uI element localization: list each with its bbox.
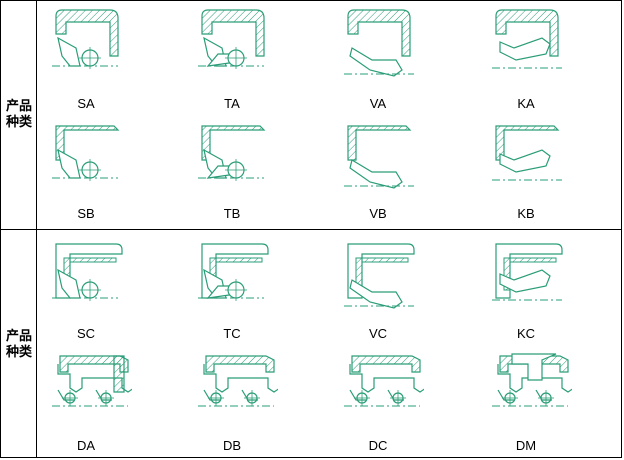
seal-cross-section — [198, 125, 266, 181]
seal-code-label: TC — [223, 326, 241, 341]
seal-item-db — [198, 350, 278, 460]
seal-cross-section — [344, 355, 424, 407]
seal-cross-section — [492, 353, 572, 407]
section-label: 产品 种类 — [5, 328, 32, 359]
seal-cross-section — [52, 125, 120, 181]
seal-code-label: TA — [224, 96, 240, 111]
seal-item-sc — [52, 240, 132, 350]
seal-code-label: DC — [368, 438, 388, 453]
seal-code-label: DB — [222, 438, 242, 453]
seal-cross-section — [52, 243, 123, 301]
seal-cross-section — [198, 9, 265, 69]
seal-cross-section — [52, 355, 132, 407]
seal-code-label: DA — [76, 438, 96, 453]
seal-item-ta — [198, 8, 278, 118]
seal-item-va — [344, 8, 424, 118]
seal-item-sa — [52, 8, 132, 118]
seal-item-dm — [492, 350, 572, 460]
seal-item-vc — [344, 240, 424, 350]
seal-cross-section — [492, 125, 562, 181]
seal-item-sb — [52, 120, 132, 230]
seal-item-kc — [492, 240, 572, 350]
seal-code-label: KA — [517, 96, 535, 111]
seal-item-tc — [198, 240, 278, 350]
seal-cross-section — [344, 125, 414, 189]
seal-cross-section — [52, 9, 119, 69]
seal-item-ka — [492, 8, 572, 118]
seal-code-label: VB — [369, 206, 387, 221]
seal-code-label: KC — [516, 326, 536, 341]
seal-item-tb — [198, 120, 278, 230]
seal-item-da — [52, 350, 132, 460]
seal-code-label: SB — [77, 206, 95, 221]
seal-code-label: SA — [77, 96, 95, 111]
seal-item-kb — [492, 120, 572, 230]
seal-code-label: SC — [76, 326, 96, 341]
seal-item-dc — [344, 350, 424, 460]
seal-code-label: KB — [517, 206, 535, 221]
seal-cross-section — [344, 9, 414, 77]
seal-code-label: DM — [515, 438, 537, 453]
seal-cross-section — [492, 9, 562, 69]
section-label: 产品 种类 — [5, 98, 32, 129]
seal-item-vb — [344, 120, 424, 230]
seal-code-label: TB — [223, 206, 241, 221]
seal-code-label: VC — [368, 326, 388, 341]
seal-code-label: VA — [369, 96, 387, 111]
seal-cross-section — [344, 243, 415, 309]
seal-cross-section — [492, 243, 563, 301]
section-divider — [0, 229, 622, 230]
seal-cross-section — [198, 243, 269, 301]
seal-cross-section — [198, 355, 278, 407]
